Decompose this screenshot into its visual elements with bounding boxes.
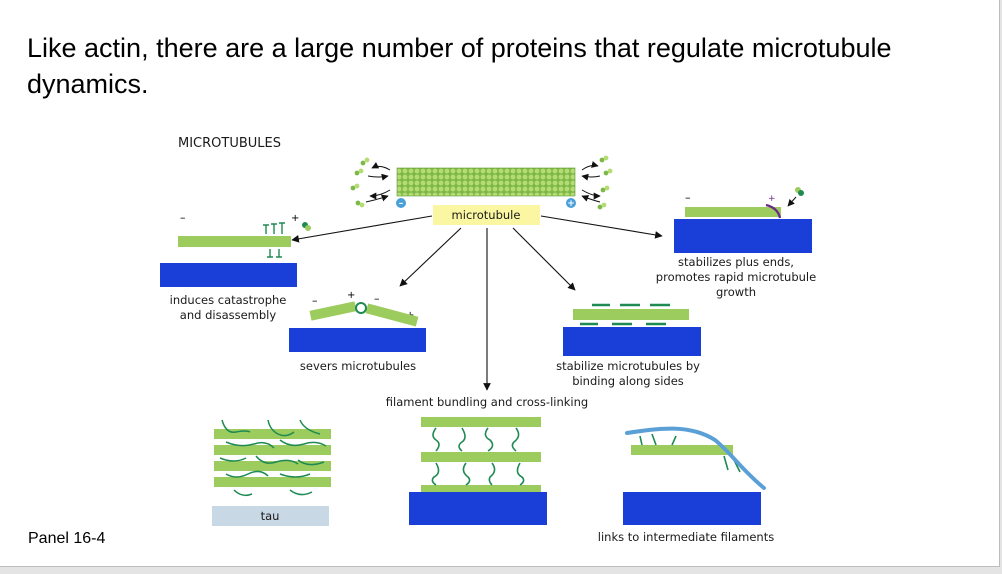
tau-panel: tau: [212, 419, 331, 526]
minus-symbol: –: [399, 199, 404, 209]
membrane-block: [409, 492, 547, 525]
intermediate-filaments-panel: links to intermediate filaments: [598, 426, 774, 544]
plus-end-right-icon: [566, 198, 576, 208]
membrane-block: [674, 219, 812, 253]
stabilize-sides-panel: stabilize microtubules by binding along …: [556, 303, 701, 388]
label-tau: tau: [261, 509, 280, 523]
membrane-block: [289, 328, 426, 352]
plus-symbol: +: [567, 199, 575, 209]
label-stabilize-sides-line1: stabilize microtubules by: [556, 359, 700, 373]
diagram-header: MICROTUBULES: [178, 136, 281, 151]
minus-symbol: –: [312, 294, 318, 307]
membrane-block: [623, 492, 761, 525]
label-plus-ends-line1: stabilizes plus ends,: [678, 255, 794, 269]
minus-symbol: –: [374, 292, 380, 305]
arrow-to-catastrophe: [291, 215, 433, 243]
label-plus-ends-line3: growth: [716, 285, 756, 299]
arrow-to-sever: [399, 227, 462, 287]
plus-symbol: +: [768, 194, 776, 204]
tubulin-dimers-right: [581, 155, 613, 210]
plus-ends-panel: – + stabilizes plus ends, promotes rapid…: [656, 187, 816, 299]
label-catastrophe-line2: and disassembly: [180, 308, 277, 322]
minus-symbol: –: [685, 191, 691, 204]
label-sever: severs microtubules: [300, 359, 416, 373]
label-catastrophe-line1: induces catastrophe: [170, 293, 287, 307]
intermediate-filament: [625, 426, 766, 490]
slide-title: Like actin, there are a large number of …: [27, 33, 892, 99]
arrow-to-stabilize-sides: [512, 227, 576, 291]
plus-symbol: +: [347, 290, 355, 301]
tubulin-dimers-left: [350, 157, 391, 208]
central-microtubule: – +: [396, 167, 576, 209]
membrane-block: [160, 263, 297, 287]
minus-end-left-icon: [396, 198, 406, 208]
sever-panel: – + – + severs microtubules: [289, 290, 426, 373]
bundling-panel: [409, 417, 547, 525]
plus-symbol: +: [291, 213, 299, 224]
branch-arrows: [291, 215, 663, 391]
membrane-block: [563, 327, 701, 356]
label-bundling: filament bundling and cross-linking: [386, 395, 588, 409]
minus-symbol: –: [180, 211, 186, 224]
center-label: microtubule: [452, 208, 521, 222]
plus-end-protein-icon: [765, 203, 782, 219]
label-stabilize-sides-line2: binding along sides: [572, 374, 684, 388]
tau-bar: [212, 506, 329, 526]
catastrophe-panel: – + induces catastrophe and disassembly: [160, 211, 311, 322]
arrow-to-plus-ends: [540, 215, 663, 239]
panel-label: Panel 16-4: [28, 530, 106, 547]
label-intermediate: links to intermediate filaments: [598, 530, 774, 544]
center-label-bg: [433, 205, 540, 225]
label-plus-ends-line2: promotes rapid microtubule: [656, 270, 816, 284]
